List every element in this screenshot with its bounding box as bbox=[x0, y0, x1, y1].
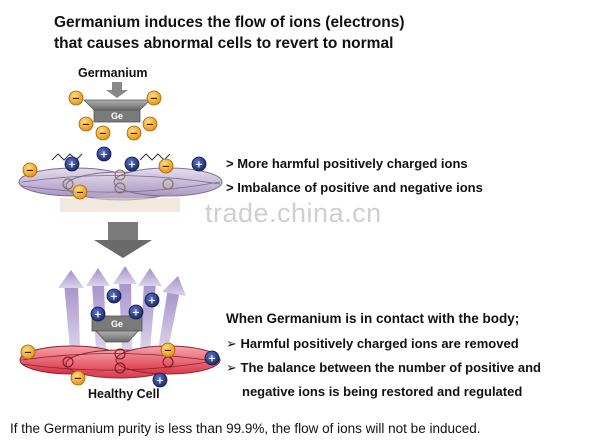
negative-ion-icon: − bbox=[22, 162, 38, 178]
healthy-cell-label: Healthy Cell bbox=[88, 387, 160, 401]
svg-text:+: + bbox=[195, 160, 203, 171]
svg-text:−: − bbox=[72, 94, 80, 105]
positive-ion-icon: + bbox=[152, 372, 168, 388]
big-down-arrow bbox=[94, 222, 152, 258]
negative-ion-icon: − bbox=[68, 90, 84, 106]
negative-ion-icon: − bbox=[158, 158, 174, 174]
svg-text:+: + bbox=[156, 376, 164, 387]
positive-ion-icon: + bbox=[204, 350, 220, 366]
negative-ion-icon: − bbox=[126, 125, 142, 141]
svg-text:+: + bbox=[94, 310, 102, 321]
negative-ion-icon: − bbox=[70, 370, 86, 386]
ge-label-bottom: Ge bbox=[111, 319, 123, 329]
svg-text:−: − bbox=[74, 374, 82, 385]
fade-band bbox=[60, 198, 180, 212]
title-line-1: Germanium induces the flow of ions (elec… bbox=[54, 14, 405, 31]
svg-text:+: + bbox=[148, 296, 156, 307]
positive-ion-icon: + bbox=[90, 306, 106, 322]
ions-layer: −−−−−−++++−−−++++−−−++ bbox=[20, 90, 220, 388]
positive-ion-icon: + bbox=[191, 156, 207, 172]
negative-ion-icon: − bbox=[160, 342, 176, 358]
svg-text:−: − bbox=[82, 120, 90, 131]
positive-ion-icon: + bbox=[96, 146, 112, 162]
germanium-block-top bbox=[83, 99, 151, 123]
svg-text:−: − bbox=[26, 166, 34, 177]
positive-ion-icon: + bbox=[128, 304, 144, 320]
title-line-2: that causes abnormal cells to revert to … bbox=[54, 35, 394, 52]
germanium-top-arrow bbox=[106, 82, 128, 98]
germanium-label: Germanium bbox=[78, 66, 148, 80]
negative-ion-icon: − bbox=[78, 116, 94, 132]
svg-text:+: + bbox=[132, 308, 140, 319]
svg-text:−: − bbox=[164, 346, 172, 357]
svg-text:−: − bbox=[162, 162, 170, 173]
positive-ion-icon: + bbox=[64, 156, 80, 172]
svg-text:−: − bbox=[24, 348, 32, 359]
positive-ion-icon: + bbox=[106, 288, 122, 304]
purity-footnote: If the Germanium purity is less than 99.… bbox=[10, 421, 481, 436]
positive-ion-icon: + bbox=[144, 292, 160, 308]
contact-heading: When Germanium is in contact with the bo… bbox=[226, 311, 520, 326]
germanium-block-bottom bbox=[91, 315, 143, 343]
negative-ion-icon: − bbox=[146, 90, 162, 106]
abnormal-cell bbox=[18, 167, 223, 201]
diagram-title: Germanium induces the flow of ions (elec… bbox=[54, 12, 574, 54]
svg-text:+: + bbox=[208, 354, 216, 365]
contact-point-2: ➢ The balance between the number of posi… bbox=[226, 360, 542, 375]
contact-point-3: negative ions is being restored and regu… bbox=[242, 384, 523, 399]
healthy-cell bbox=[19, 345, 221, 379]
svg-text:+: + bbox=[68, 160, 76, 171]
svg-text:−: − bbox=[146, 120, 154, 131]
watermark: trade.china.cn bbox=[205, 198, 382, 228]
negative-ion-icon: − bbox=[142, 116, 158, 132]
positive-ion-icon: + bbox=[124, 156, 140, 172]
svg-text:−: − bbox=[99, 129, 107, 140]
svg-text:+: + bbox=[128, 160, 136, 171]
abnormal-point-2: > Imbalance of positive and negative ion… bbox=[226, 180, 483, 195]
svg-text:+: + bbox=[100, 150, 108, 161]
ge-label-top: Ge bbox=[111, 111, 123, 121]
abnormal-point-1: > More harmful positively charged ions bbox=[226, 156, 468, 171]
negative-ion-icon: − bbox=[95, 125, 111, 141]
svg-text:−: − bbox=[150, 94, 158, 105]
svg-text:−: − bbox=[76, 188, 84, 199]
contact-point-1: ➢ Harmful positively charged ions are re… bbox=[226, 336, 519, 351]
svg-text:−: − bbox=[130, 129, 138, 140]
svg-text:+: + bbox=[110, 292, 118, 303]
negative-ion-icon: − bbox=[20, 344, 36, 360]
negative-ion-icon: − bbox=[72, 184, 88, 200]
